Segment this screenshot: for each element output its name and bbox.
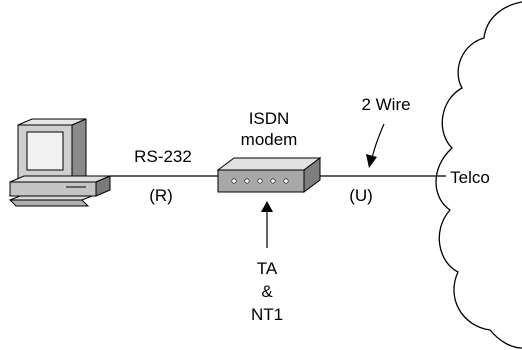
- two-wire-label: 2 Wire: [361, 95, 410, 114]
- rs232-label: RS-232: [134, 147, 192, 166]
- isdn-label: ISDN: [249, 109, 290, 128]
- modem-label: modem: [241, 130, 298, 149]
- u-reference-label: (U): [349, 186, 373, 205]
- isdn-modem-icon: [218, 158, 320, 192]
- ampersand-label: &: [261, 282, 273, 301]
- computer-icon: [10, 119, 110, 206]
- ta-arrow: [261, 201, 273, 248]
- r-reference-label: (R): [149, 186, 173, 205]
- telco-label: Telco: [450, 168, 490, 187]
- nt1-label: NT1: [251, 305, 283, 324]
- ta-label: TA: [257, 259, 278, 278]
- two-wire-arrow: [366, 124, 384, 168]
